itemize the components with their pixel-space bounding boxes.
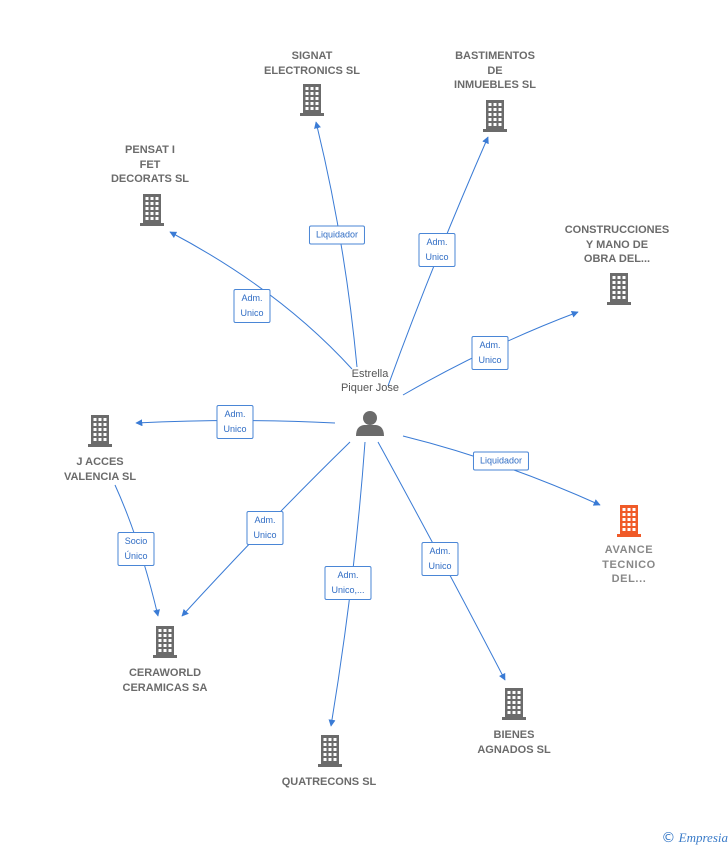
building-icon-construcciones[interactable] <box>607 273 631 305</box>
center-person-label: Estrella Piquer Jose <box>340 368 400 394</box>
node-label-pensat[interactable]: PENSAT I FET DECORATS SL <box>110 144 190 185</box>
edge-line-avance <box>402 435 601 506</box>
node-label-ceraworld[interactable]: CERAWORLD CERAMICAS SA <box>122 667 208 694</box>
building-icon-pensat[interactable] <box>140 194 164 226</box>
node-label-quatrecons[interactable]: QUATRECONS SL <box>281 776 377 788</box>
building-icon-signat[interactable] <box>300 84 324 116</box>
building-icon-quatrecons[interactable] <box>318 735 342 767</box>
edge-label-construcciones[interactable]: Adm. Unico <box>471 336 509 370</box>
brand-logo-text: Empresia <box>678 830 728 845</box>
person-icon[interactable] <box>356 411 384 436</box>
building-icon-bastimentos[interactable] <box>483 100 507 132</box>
edge-label-quatrecons[interactable]: Adm. Unico,... <box>324 566 372 600</box>
node-label-signat[interactable]: SIGNAT ELECTRONICS SL <box>264 50 360 77</box>
edge-label-signat[interactable]: Liquidador <box>308 225 366 245</box>
node-label-jacces[interactable]: J ACCES VALENCIA SL <box>63 456 137 483</box>
copyright-icon: © <box>661 830 676 846</box>
edge-label-jacces-ceraworld[interactable]: Socio Único <box>117 532 155 566</box>
edge-label-bienes[interactable]: Adm. Unico <box>421 542 459 576</box>
edge-line-signat <box>314 121 358 368</box>
node-label-construcciones[interactable]: CONSTRUCCIONES Y MANO DE OBRA DEL... <box>564 224 670 265</box>
edge-label-bastimentos[interactable]: Adm. Unico <box>418 233 456 267</box>
building-icon-bienes[interactable] <box>502 688 526 720</box>
edge-label-pensat[interactable]: Adm. Unico <box>233 289 271 323</box>
edge-label-avance[interactable]: Liquidador <box>472 451 530 471</box>
icons-layer <box>88 84 641 767</box>
edge-label-jacces[interactable]: Adm. Unico <box>216 405 254 439</box>
edges-layer <box>114 121 601 727</box>
building-icon-jacces[interactable] <box>88 415 112 447</box>
node-label-bienes[interactable]: BIENES AGNADOS SL <box>477 729 551 756</box>
edge-label-ceraworld[interactable]: Adm. Unico <box>246 511 284 545</box>
node-label-avance[interactable]: AVANCE TECNICO DEL... <box>602 544 656 585</box>
copyright-footer[interactable]: © Empresia <box>661 830 728 846</box>
node-label-bastimentos[interactable]: BASTIMENTOS DE INMUEBLES SL <box>454 50 536 91</box>
building-icon-avance[interactable] <box>617 505 641 537</box>
building-icon-ceraworld[interactable] <box>153 626 177 658</box>
